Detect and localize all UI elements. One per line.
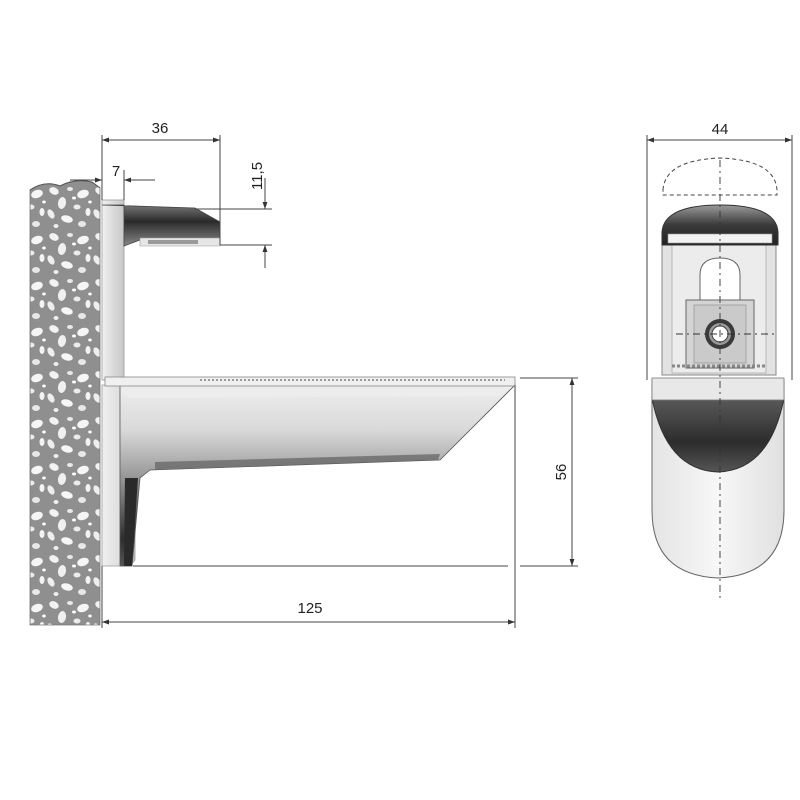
dim-label-56: 56 bbox=[553, 464, 570, 481]
dimension-front-width: 44 bbox=[646, 121, 793, 380]
wall-section bbox=[29, 180, 101, 626]
side-view-bracket bbox=[101, 199, 516, 567]
dashed-cap-outline bbox=[662, 157, 778, 196]
dimension-arm-height: 56 bbox=[520, 377, 578, 567]
clamp-grip bbox=[148, 240, 198, 244]
front-collar bbox=[651, 397, 785, 473]
dim-label-125: 125 bbox=[297, 600, 322, 617]
dim-label-36: 36 bbox=[152, 120, 169, 137]
dimension-clamp-width: 36 bbox=[101, 120, 221, 245]
dimension-arm-length: 125 bbox=[101, 385, 516, 628]
front-view-bracket bbox=[651, 157, 785, 598]
shelf-support-surface bbox=[104, 376, 516, 387]
dim-label-44: 44 bbox=[712, 121, 729, 138]
dim-label-7: 7 bbox=[112, 163, 120, 180]
arm-body bbox=[119, 384, 516, 567]
dimension-clamp-height: 11,5 bbox=[195, 162, 272, 268]
dim-label-11-5: 11,5 bbox=[249, 162, 266, 190]
dimension-wall-offset: 7 bbox=[70, 163, 155, 200]
vertical-post bbox=[101, 199, 125, 381]
